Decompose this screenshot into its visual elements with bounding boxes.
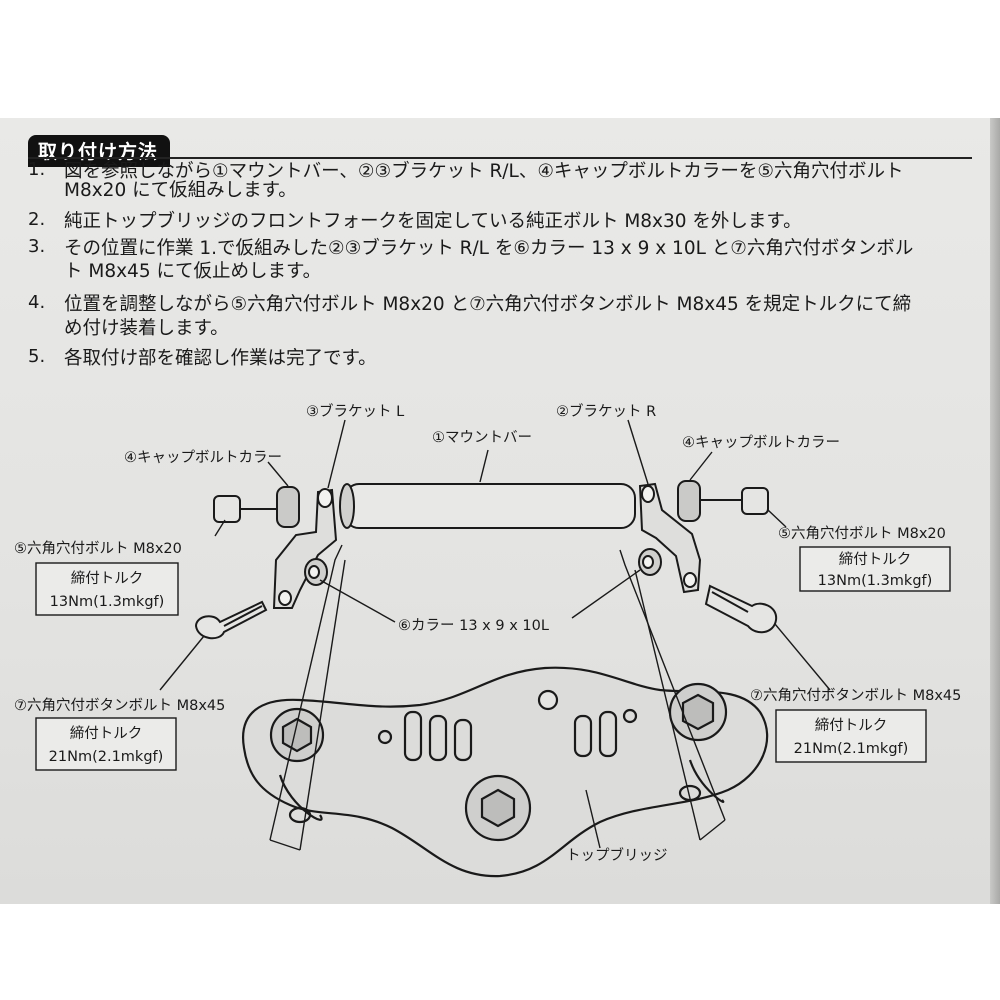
step-text-line: ト M8x45 にて仮止めします。: [64, 261, 322, 282]
step-number: 4.: [28, 292, 46, 313]
label-button-bolt-left: ⑦六角穴付ボタンボルト M8x45: [14, 697, 225, 714]
leader-lines: [159, 419, 831, 851]
label-mount-bar: ①マウントバー: [432, 429, 532, 446]
torque-box-m8x20-right: 締付トルク 13Nm(1.3mkgf): [799, 546, 951, 592]
torque-value: 21Nm(2.1mkgf): [794, 741, 909, 757]
label-bolt-m8x20-left: ⑤六角穴付ボルト M8x20: [14, 540, 182, 557]
torque-box-m8x20-left: 締付トルク 13Nm(1.3mkgf): [35, 562, 179, 616]
label-bracket-l: ③ブラケット L: [306, 402, 404, 420]
label-collar: ⑥カラー 13 x 9 x 10L: [398, 618, 549, 634]
step-number: 1.: [28, 159, 46, 180]
step-number: 3.: [28, 236, 46, 257]
step-text-line: その位置に作業 1.で仮組みした②③ブラケット R/L を⑥カラー 13 x 9…: [64, 238, 914, 259]
step-text-line: 位置を調整しながら⑤六角穴付ボルト M8x20 と⑦六角穴付ボタンボルト M8x…: [64, 294, 912, 315]
step-text-line: M8x20 にて仮組みします。: [64, 180, 297, 201]
label-bolt-m8x20-right: ⑤六角穴付ボルト M8x20: [778, 525, 946, 542]
step-text-line: 純正トップブリッジのフロントフォークを固定している純正ボルト M8x30 を外し…: [64, 211, 802, 232]
left-bracket-assembly: [194, 486, 338, 640]
label-button-bolt-right: ⑦六角穴付ボタンボルト M8x45: [750, 687, 961, 704]
step-text-line: 各取付け部を確認し作業は完了です。: [64, 348, 377, 369]
torque-title: 締付トルク: [839, 551, 912, 568]
sheet-edge: [990, 118, 1000, 904]
torque-title: 締付トルク: [815, 717, 888, 734]
label-cap-collar-right: ④キャップボルトカラー: [682, 434, 840, 451]
top-bridge-illustration: [241, 666, 769, 878]
mount-bar-illustration: [339, 483, 636, 529]
torque-title: 締付トルク: [70, 725, 143, 742]
right-bracket-assembly: [638, 480, 778, 634]
label-bracket-r: ②ブラケット R: [556, 402, 656, 420]
label-top-bridge: トップブリッジ: [566, 846, 668, 864]
step-number: 2.: [28, 209, 46, 230]
step-text-line: め付け装着します。: [64, 318, 229, 339]
torque-box-m8x45-right: 締付トルク 21Nm(2.1mkgf): [775, 709, 927, 763]
torque-value: 13Nm(1.3mkgf): [50, 594, 165, 610]
heading-rule: [28, 157, 972, 159]
torque-value: 13Nm(1.3mkgf): [818, 573, 933, 589]
torque-title: 締付トルク: [71, 570, 144, 587]
torque-box-m8x45-left: 締付トルク 21Nm(2.1mkgf): [35, 717, 177, 771]
label-cap-collar-left: ④キャップボルトカラー: [124, 449, 282, 466]
torque-value: 21Nm(2.1mkgf): [49, 749, 164, 765]
step-number: 5.: [28, 346, 46, 367]
step-text-line: 図を参照しながら①マウントバー、②③ブラケット R/L、④キャップボルトカラーを…: [64, 161, 904, 182]
